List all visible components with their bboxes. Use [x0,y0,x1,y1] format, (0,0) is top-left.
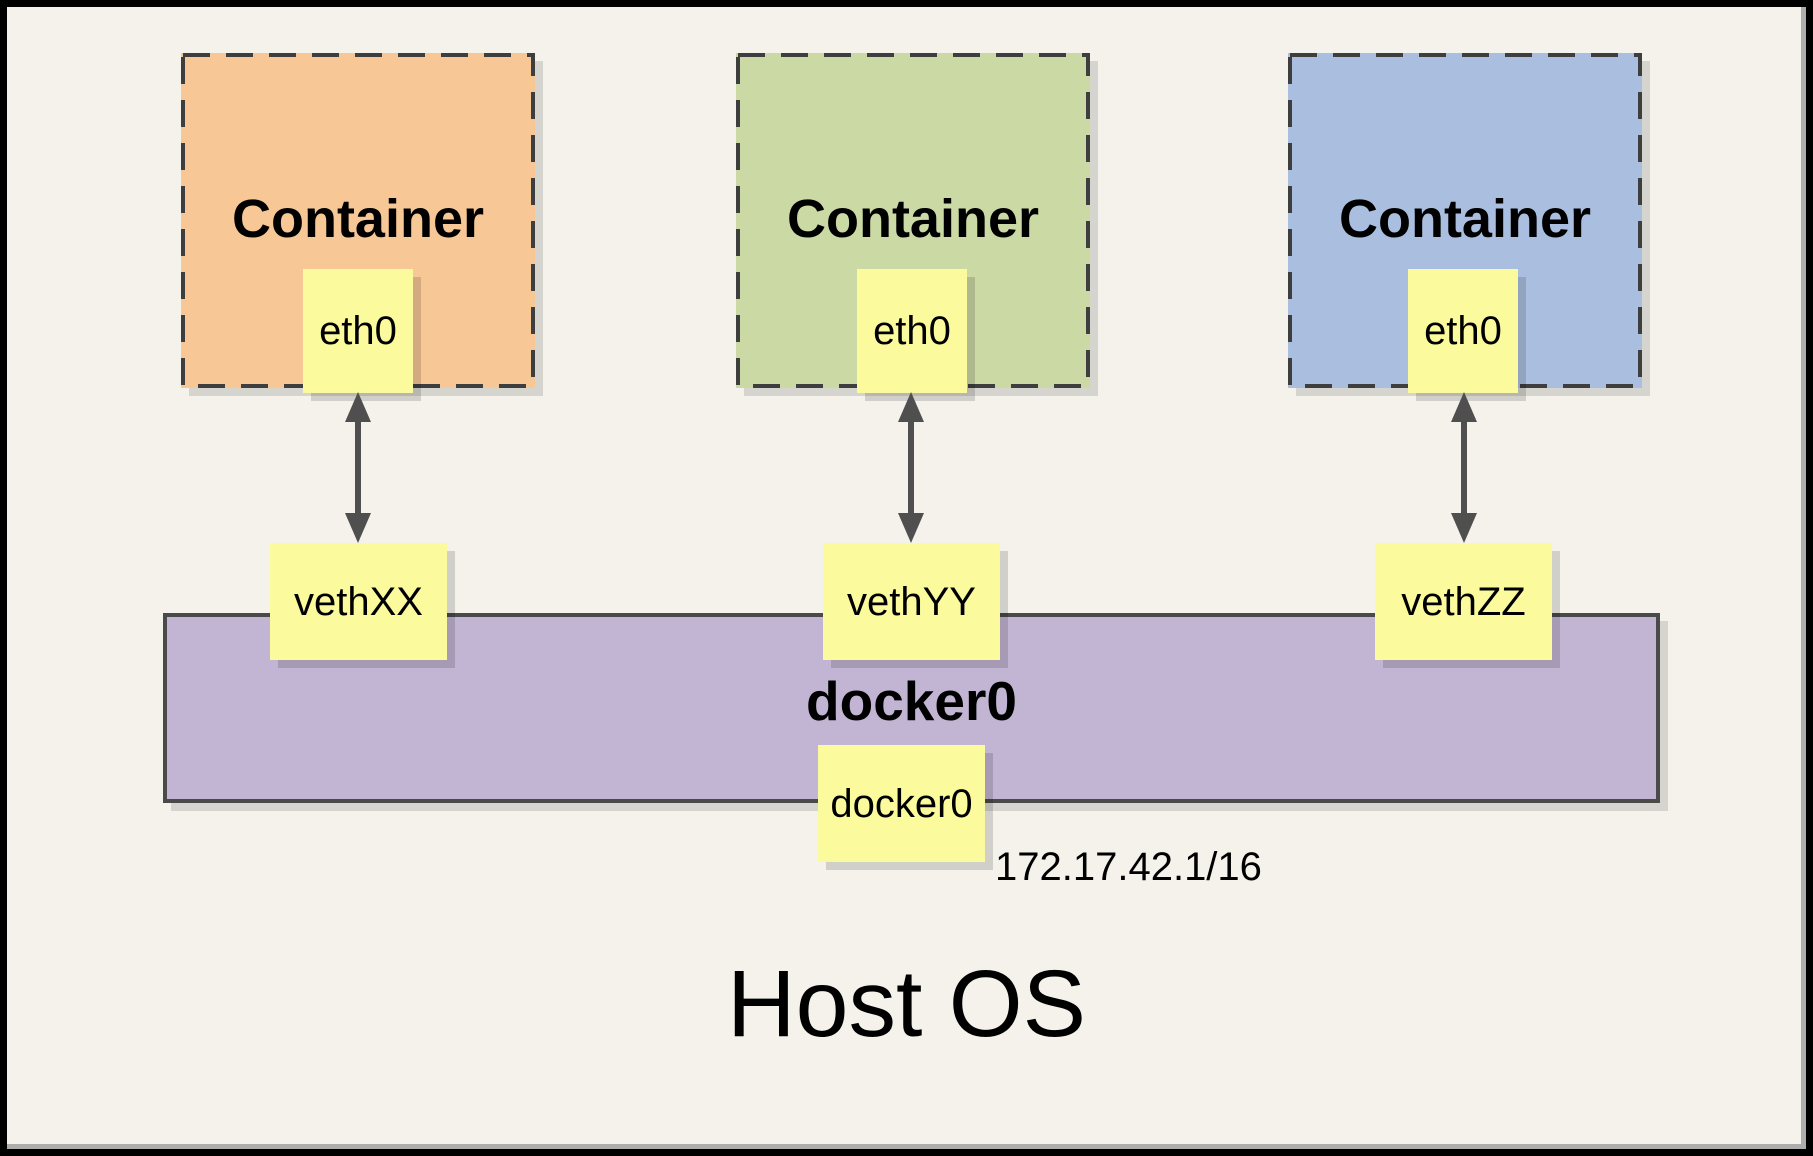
eth0-label: eth0 [319,309,397,353]
vethyy-label: vethYY [847,579,976,624]
docker0-bridge-label: docker0 [806,670,1017,732]
container-label: Container [786,189,1040,249]
eth0-label: eth0 [873,309,951,353]
docker0-interface-box: docker0 [818,745,985,862]
vethxx-box: vethXX [270,543,447,660]
vethzz-label: vethZZ [1401,579,1526,624]
bidirectional-arrow-icon-1 [343,392,373,543]
vethzz-box: vethZZ [1375,543,1552,660]
container-label: Container [231,189,485,249]
eth0-interface-box-3: eth0 [1408,269,1518,393]
bridge-ip-label: 172.17.42.1/16 [995,845,1262,889]
vethyy-box: vethYY [823,543,1000,660]
docker0-interface-label: docker0 [830,781,973,826]
bidirectional-arrow-icon-2 [896,392,926,543]
host-os-label: Host OS [727,951,1086,1057]
dashed-border [736,53,1090,388]
eth0-interface-box-1: eth0 [303,269,413,393]
container-box-2: Container [736,53,1090,388]
bidirectional-arrow-icon-3 [1449,392,1479,543]
dashed-border [1288,53,1642,388]
vethxx-label: vethXX [294,579,423,624]
eth0-label: eth0 [1424,309,1502,353]
dashed-border [181,53,535,388]
eth0-interface-box-2: eth0 [857,269,967,393]
container-label: Container [1338,189,1592,249]
